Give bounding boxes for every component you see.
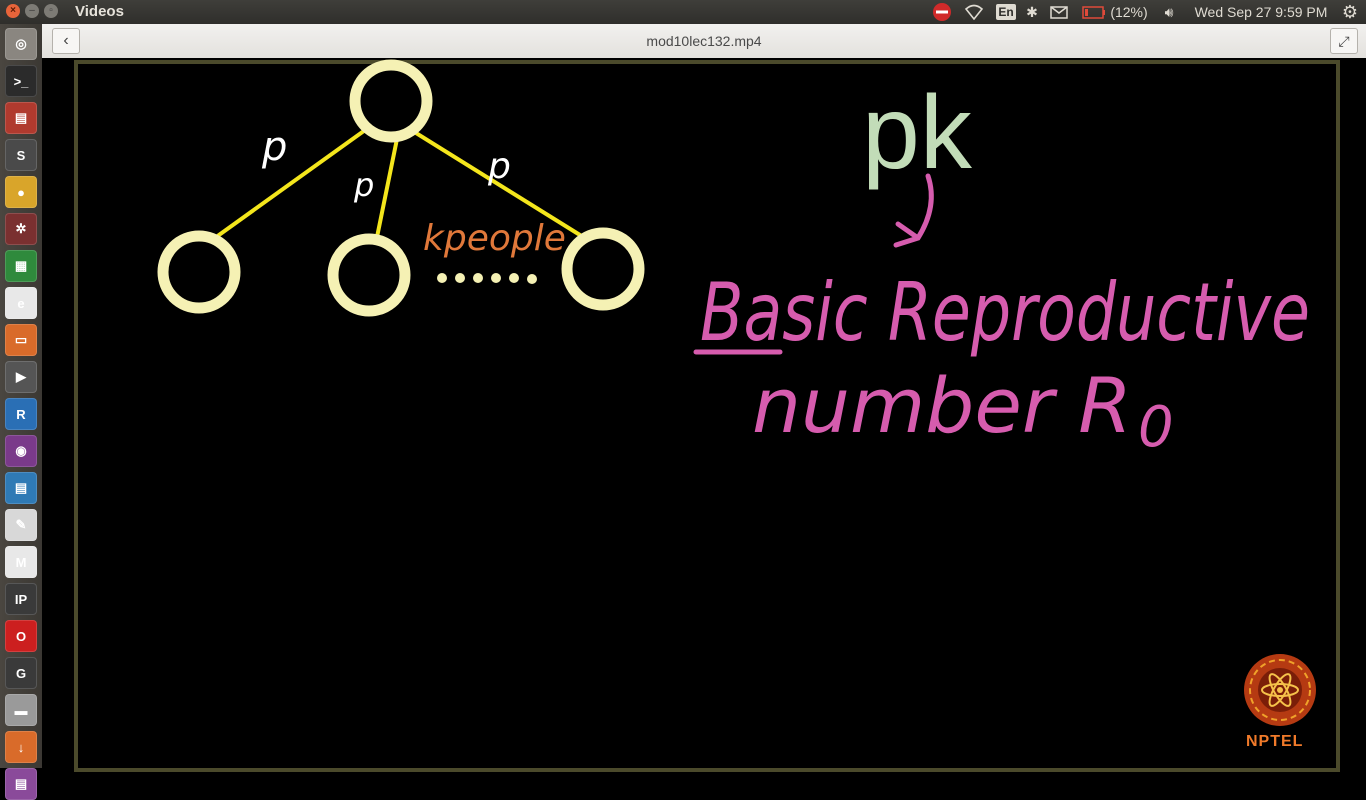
gear-icon[interactable]: ⚙ (1341, 1, 1359, 22)
edge-label-left: p (261, 124, 287, 170)
launcher-writer-icon[interactable]: ▤ (5, 472, 37, 504)
keyboard-layout-indicator[interactable]: En (996, 4, 1016, 20)
battery-percentage: (12%) (1110, 4, 1148, 20)
top-panel: × – ▫ Videos En ✱ (12%) 🔊︎ Wed Sep 27 9:… (0, 0, 1366, 24)
board-drawing: p p p kpeople pk Basic Reproductive numb… (157, 59, 1316, 726)
launcher-install-app-icon[interactable]: ↓ (5, 731, 37, 763)
launcher-opera-icon[interactable]: O (5, 620, 37, 652)
edge-middle (374, 133, 400, 243)
k-people-label: kpeople (423, 218, 566, 259)
down-arrow-icon (893, 173, 934, 248)
node-child-right (561, 227, 645, 311)
node-child-left (157, 230, 241, 314)
launcher-gmail-icon[interactable]: M (5, 546, 37, 578)
launcher-chrome-icon[interactable]: ● (5, 176, 37, 208)
basic-reproductive-text: Basic Reproductive (700, 266, 1310, 359)
back-button[interactable]: ‹ (52, 28, 80, 54)
app-title: Videos (75, 3, 124, 20)
launcher-media-app-icon[interactable]: ◉ (5, 435, 37, 467)
launcher-video-player-icon[interactable]: ▶ (5, 361, 37, 393)
launcher-files-icon[interactable]: ▤ (5, 102, 37, 134)
battery-icon[interactable] (1081, 0, 1107, 24)
edge-label-right: p (487, 146, 511, 187)
chevron-left-icon: ‹ (63, 32, 69, 49)
launcher-gephi-icon[interactable]: G (5, 657, 37, 689)
node-child-middle (327, 233, 411, 317)
launcher-ipython-icon[interactable]: IP (5, 583, 37, 615)
r0-subscript: 0 (1138, 395, 1174, 460)
node-root (349, 59, 433, 143)
volume-icon[interactable]: 🔊︎ (1164, 3, 1174, 20)
number-r-text: number R (752, 361, 1132, 450)
lecture-board (74, 60, 1340, 772)
ellipsis-dots (437, 273, 537, 284)
launcher-terminal-icon[interactable]: >_ (5, 65, 37, 97)
nptel-logo-icon (1244, 654, 1316, 726)
launcher-presentation-icon[interactable]: ▭ (5, 324, 37, 356)
launcher-software-app-icon[interactable]: ▤ (5, 768, 37, 800)
launcher-settings-tool-icon[interactable]: ✲ (5, 213, 37, 245)
maximize-window-button[interactable]: ▫ (44, 4, 58, 18)
launcher-scanner-icon[interactable]: ▬ (5, 694, 37, 726)
launcher-r-language-icon[interactable]: R (5, 398, 37, 430)
launcher-dash-home-icon[interactable]: ◎ (5, 28, 37, 60)
close-window-button[interactable]: × (6, 4, 20, 18)
edge-left (210, 126, 370, 242)
expand-icon: ⤢ (1338, 32, 1350, 49)
edge-right (406, 126, 590, 242)
wifi-icon[interactable] (962, 0, 986, 24)
nptel-logo-text: NPTEL (1246, 733, 1304, 750)
clock[interactable]: Wed Sep 27 9:59 PM (1194, 4, 1328, 20)
launcher-spreadsheet-icon[interactable]: ▦ (5, 250, 37, 282)
mail-icon[interactable] (1047, 0, 1071, 24)
launcher-text-editor-icon[interactable]: ✎ (5, 509, 37, 541)
pk-label: pk (862, 75, 973, 191)
fullscreen-button[interactable]: ⤢ (1330, 28, 1358, 54)
video-file-name: mod10lec132.mp4 (646, 33, 762, 49)
no-entry-icon[interactable] (930, 0, 954, 24)
edge-label-middle: p (353, 166, 374, 204)
launcher-sublime-text-icon[interactable]: S (5, 139, 37, 171)
minimize-window-button[interactable]: – (25, 4, 39, 18)
launcher-reader-icon[interactable]: e (5, 287, 37, 319)
bluetooth-icon[interactable]: ✱ (1026, 3, 1038, 20)
